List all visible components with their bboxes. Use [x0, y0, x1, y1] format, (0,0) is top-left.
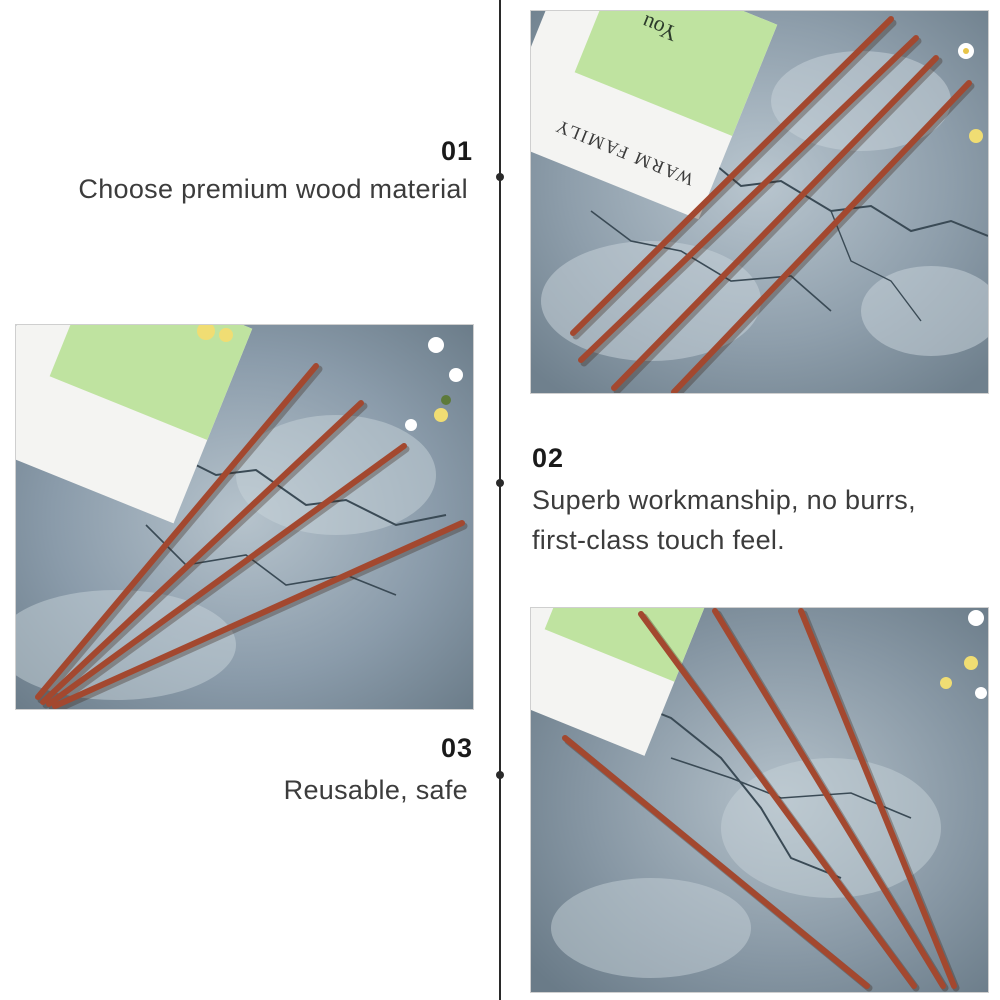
product-photo-2 [15, 324, 474, 710]
flower-icon [197, 325, 463, 431]
timeline-dot-3 [496, 771, 504, 779]
product-photo-1: You WARM FAMILY [530, 10, 989, 394]
timeline-dot-1 [496, 173, 504, 181]
card: You WARM FAMILY [531, 11, 778, 220]
flower-icon [940, 610, 987, 699]
step-number-3: 03 [441, 733, 474, 763]
step-number-2: 02 [532, 443, 565, 473]
step-text-3: Reusable, safe [283, 775, 468, 805]
step-text-2-line-2: first-class touch feel. [532, 525, 785, 555]
product-photo-3 [530, 607, 989, 993]
step-text-1: Choose premium wood material [78, 174, 468, 204]
timeline-line [499, 0, 501, 1000]
step-text-2-line-1: Superb workmanship, no burrs, [532, 485, 916, 515]
step-number-1: 01 [441, 136, 474, 166]
flower-icon [958, 43, 983, 143]
timeline-dot-2 [496, 479, 504, 487]
